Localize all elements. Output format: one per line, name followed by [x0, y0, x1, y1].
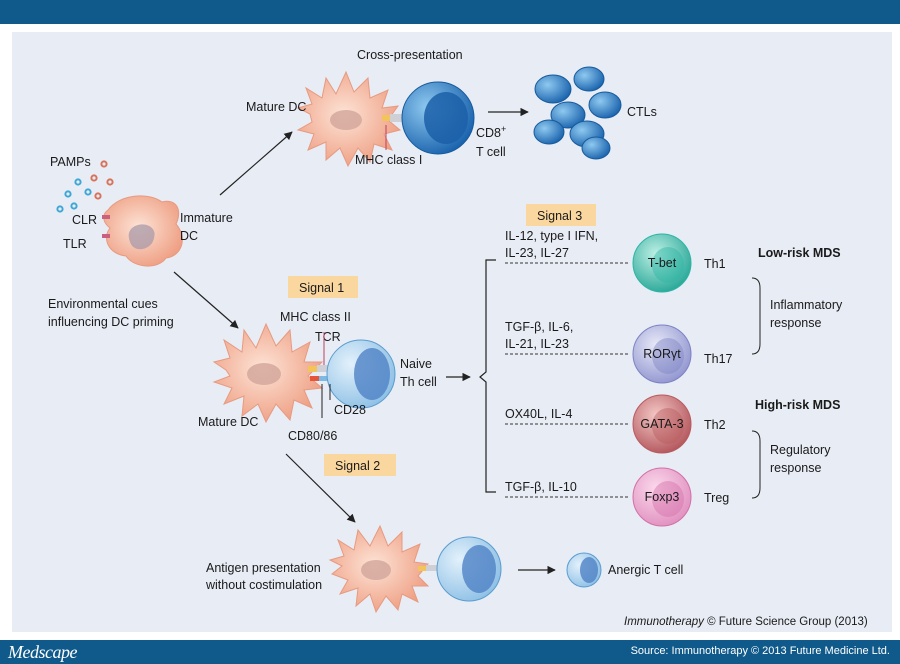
- pamps-label: PAMPs: [50, 155, 91, 169]
- branch-3-subset: Treg: [704, 491, 729, 505]
- branch-1-factor: RORγt: [643, 347, 681, 361]
- mature-dc-top-label: Mature DC: [246, 100, 306, 114]
- branch-1-subset: Th17: [704, 352, 733, 366]
- branch-2-subset: Th2: [704, 418, 726, 432]
- high-risk-label: High-risk MDS: [755, 398, 840, 412]
- cross-presentation-label: Cross-presentation: [357, 48, 463, 62]
- signal-3-box: [526, 204, 596, 226]
- signal-1-box: [288, 276, 358, 298]
- cd80-86-receptor: [310, 376, 319, 381]
- t-cell-bottom: [436, 536, 502, 602]
- branch-2-cytokine-line-0: OX40L, IL-4: [505, 407, 572, 421]
- bottom-bar: Medscape Source: Immunotherapy © 2013 Fu…: [0, 640, 900, 664]
- top-bar: [0, 0, 900, 24]
- branch-0-factor: T-bet: [648, 256, 677, 270]
- branch-3-factor: Foxp3: [645, 490, 680, 504]
- cd8-t-cell: [401, 81, 475, 155]
- branch-2-nucleus: [652, 408, 684, 444]
- cd28-label: CD28: [334, 403, 366, 417]
- mature-dc-top-cell: [296, 70, 402, 168]
- branch-0-cytokine-line-1: IL-23, IL-27: [505, 246, 569, 260]
- immature-dc-cell: [102, 195, 183, 267]
- naive-th-cell: [326, 339, 396, 409]
- t-helper-branches: IL-12, type I IFN, IL-23, IL-27T-bet Th1TG…: [505, 229, 733, 527]
- antigen-presentation-label: Antigen presentation: [206, 561, 321, 575]
- branch-bracket: [479, 259, 496, 493]
- branch-0-cytokine-line-0: IL-12, type I IFN,: [505, 229, 598, 243]
- mature-dc-mid-cell: [212, 322, 324, 424]
- inflammatory-response-label-2: response: [770, 316, 821, 330]
- immature-dc-label-2: DC: [180, 229, 198, 243]
- cd28-receptor: [319, 376, 331, 381]
- source-credit: Source: Immunotherapy © 2013 Future Medi…: [630, 645, 890, 657]
- cd8-t-cell-label: T cell: [476, 145, 506, 159]
- branch-1-nucleus: [652, 338, 684, 374]
- mhc-class-1-receptor: [382, 115, 390, 121]
- anergic-t-cell-label: Anergic T cell: [608, 563, 683, 577]
- naive-th-label: Naive: [400, 357, 432, 371]
- tcr-receptor: [317, 365, 331, 372]
- arrow-to-anergic: [285, 453, 356, 523]
- signal-2-box: [324, 454, 396, 476]
- regulatory-bracket: [751, 430, 761, 499]
- ctl-cluster: [533, 66, 622, 160]
- regulatory-response-label: Regulatory: [770, 443, 831, 457]
- ctls-label: CTLs: [627, 105, 657, 119]
- signal-3-label: Signal 3: [537, 209, 582, 223]
- branch-1-cytokine-line-1: IL-21, IL-23: [505, 337, 569, 351]
- arrow-to-mature-dc-mid: [173, 271, 239, 329]
- mhc-class-2-label: MHC class II: [280, 310, 351, 324]
- cd8-label: CD8+: [476, 124, 506, 140]
- branch-2-factor: GATA-3: [640, 417, 683, 431]
- tcr-label: TCR: [315, 330, 341, 344]
- mhc-class-1-label: MHC class I: [355, 153, 422, 167]
- anergic-t-cell: [566, 552, 602, 588]
- env-cues-label-2: influencing DC priming: [48, 315, 174, 329]
- tlr-label: TLR: [63, 237, 87, 251]
- regulatory-response-label-2: response: [770, 461, 821, 475]
- signal-1-label: Signal 1: [299, 281, 344, 295]
- figure-credit: Immunotherapy © Future Science Group (20…: [624, 616, 868, 628]
- branch-1-cell: [632, 324, 692, 384]
- immature-dc-label: Immature: [180, 211, 233, 225]
- figure-panel: Cross-presentation Mature DC MHC class I…: [12, 32, 892, 632]
- branch-1-cytokine-line-0: TGF-β, IL-6,: [505, 320, 573, 334]
- inflammatory-response-label: Inflammatory: [770, 298, 843, 312]
- cd80-86-label: CD80/86: [288, 429, 337, 443]
- clr-label: CLR: [72, 213, 97, 227]
- branch-3-cytokine-line-0: TGF-β, IL-10: [505, 480, 577, 494]
- pamp-dots: [56, 160, 114, 213]
- mhc-class-2-receptor: [308, 366, 317, 372]
- arrow-to-mature-dc-top: [219, 131, 293, 196]
- inflammatory-bracket: [751, 277, 761, 355]
- signal-2-label: Signal 2: [335, 459, 380, 473]
- branch-3-nucleus: [652, 481, 684, 517]
- naive-th-label-2: Th cell: [400, 375, 437, 389]
- dc-bottom-cell: [328, 524, 430, 614]
- branch-3-cell: [632, 467, 692, 527]
- branch-0-nucleus: [652, 247, 684, 283]
- env-cues-label: Environmental cues: [48, 297, 158, 311]
- antigen-presentation-label-2: without costimulation: [205, 578, 322, 592]
- low-risk-label: Low-risk MDS: [758, 246, 841, 260]
- tcr-top-receptor: [390, 114, 402, 122]
- branch-0-subset: Th1: [704, 257, 726, 271]
- branch-2-cell: [632, 394, 692, 454]
- mature-dc-mid-label: Mature DC: [198, 415, 258, 429]
- medscape-logo[interactable]: Medscape: [8, 642, 77, 662]
- branch-0-cell: [632, 233, 692, 293]
- immunology-diagram: Cross-presentation Mature DC MHC class I…: [48, 48, 868, 628]
